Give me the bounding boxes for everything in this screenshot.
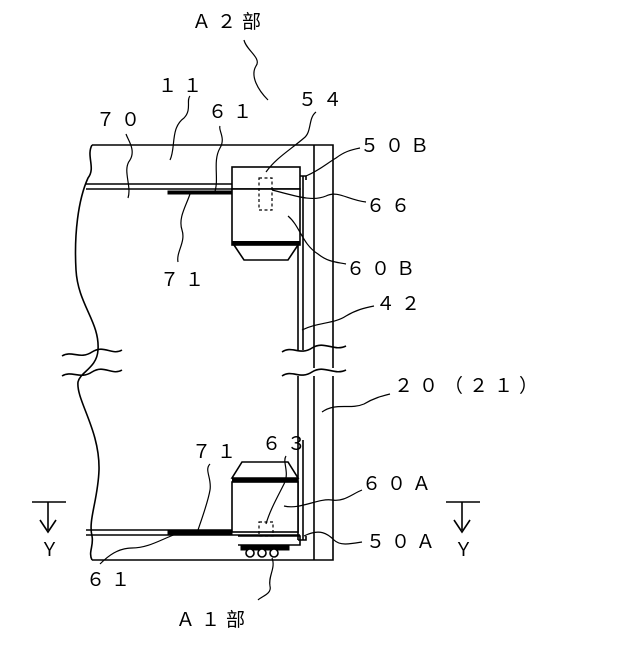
break-mark-left-top <box>62 349 122 356</box>
leader-11 <box>170 96 190 160</box>
label-71-top: ７１ <box>160 269 210 291</box>
block-50a <box>238 536 300 545</box>
leader-42 <box>302 306 374 330</box>
label-61-bottom: ６１ <box>86 569 136 591</box>
section-marker-right <box>446 502 480 532</box>
leader-a2 <box>244 40 268 100</box>
label-54: ５４ <box>298 89 348 111</box>
bolt-head-1 <box>246 549 254 557</box>
label-y-right: Ｙ <box>454 539 479 561</box>
label-42: ４２ <box>376 293 426 315</box>
label-50b: ５０Ｂ <box>360 135 435 157</box>
label-61-top: ６１ <box>208 101 258 123</box>
label-a1: Ａ１部 <box>176 609 251 631</box>
label-66: ６６ <box>366 195 416 217</box>
leader-71-top <box>178 194 190 262</box>
label-50a: ５０Ａ <box>366 531 441 553</box>
bolt-head-3 <box>270 549 278 557</box>
leader-54 <box>266 112 316 172</box>
block-60b-foot <box>234 245 298 260</box>
break-mark-right-bottom <box>282 369 346 376</box>
panel-break-line-left <box>76 145 100 560</box>
label-60b: ６０Ｂ <box>346 258 421 280</box>
leader-a1 <box>258 558 273 600</box>
plate-71-top <box>168 191 232 194</box>
label-71-bottom: ７１ <box>192 441 242 463</box>
leader-71-bottom <box>198 464 210 530</box>
block-60a-top <box>232 462 298 478</box>
label-a2: Ａ２部 <box>192 11 267 33</box>
label-11: １１ <box>158 75 208 97</box>
bolt-head-2 <box>258 549 266 557</box>
label-60a: ６０Ａ <box>362 473 437 495</box>
label-63: ６３ <box>262 433 312 455</box>
label-20-21: ２０（２１） <box>394 375 544 397</box>
label-70: ７０ <box>96 109 146 131</box>
section-marker-left <box>32 502 66 532</box>
label-y-left: Ｙ <box>40 539 65 561</box>
break-mark-left-bottom <box>62 369 122 376</box>
plate-71-bottom <box>168 531 232 534</box>
